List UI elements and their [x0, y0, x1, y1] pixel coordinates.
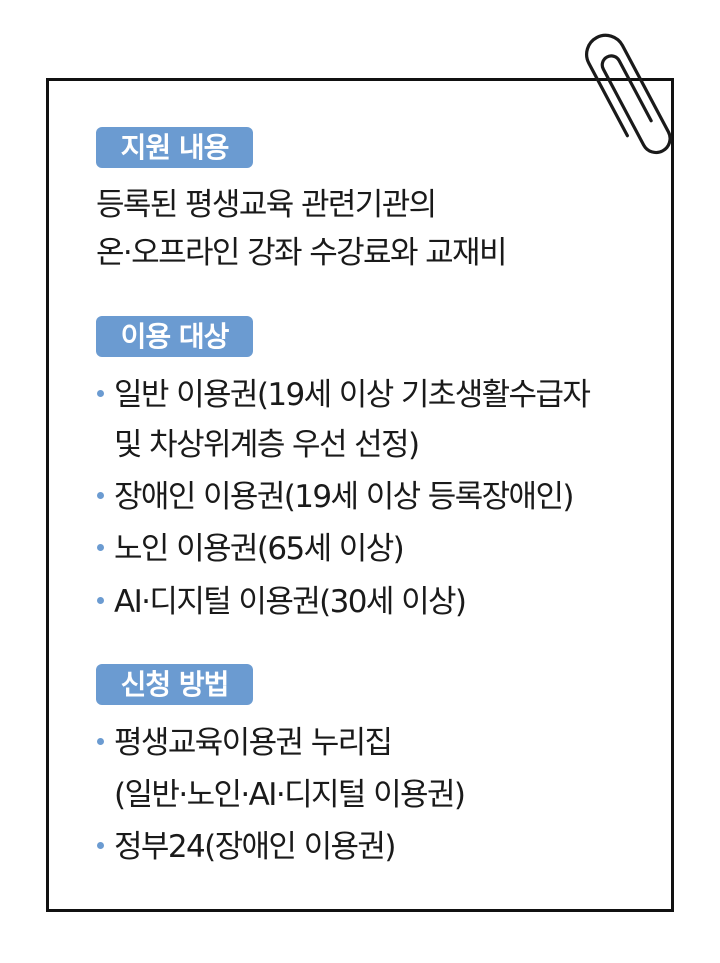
info-card — [46, 78, 674, 912]
bullet-icon — [97, 492, 104, 499]
bullet-icon — [97, 597, 104, 604]
bullet-icon — [97, 544, 104, 551]
section-badge-support: 지원 내용 — [96, 127, 253, 168]
bullet-icon — [97, 842, 104, 849]
bullet-icon — [97, 738, 104, 745]
support-line-1: 등록된 평생교육 관련기관의 — [96, 187, 437, 223]
section-badge-application: 신청 방법 — [96, 664, 253, 705]
section-badge-eligibility: 이용 대상 — [96, 316, 253, 357]
support-line-2: 온·오프라인 강좌 수강료와 교재비 — [96, 235, 508, 271]
bullet-icon — [97, 390, 104, 397]
paperclip-icon — [585, 33, 672, 155]
